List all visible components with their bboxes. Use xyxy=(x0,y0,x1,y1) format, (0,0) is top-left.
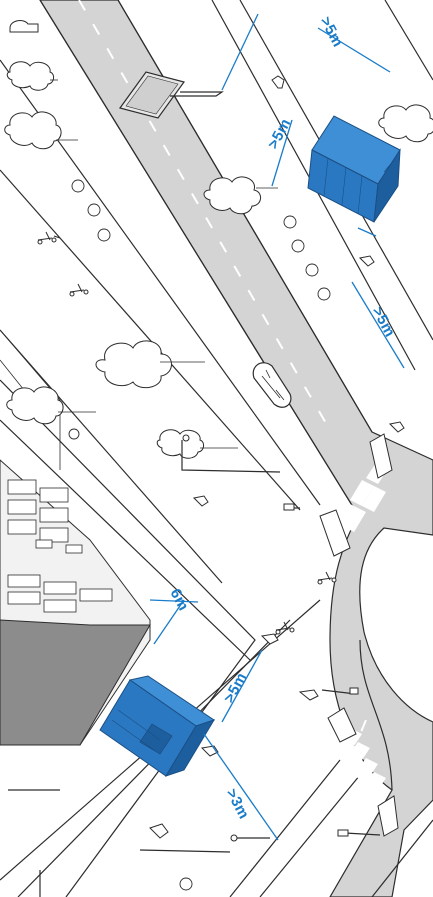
street-tree-icon xyxy=(379,105,433,142)
dimension-label-bottom-road: >3m xyxy=(222,786,252,822)
cyclist-icon xyxy=(70,284,88,296)
kiosk-icon xyxy=(100,676,214,776)
shrub-icons xyxy=(69,180,330,890)
pedestrian-icon xyxy=(150,824,168,838)
pedestrian-icon xyxy=(390,422,404,432)
street-tree-icon xyxy=(157,430,238,459)
pedestrian-icon xyxy=(360,256,374,266)
street-tree-icon xyxy=(7,387,96,424)
dimension-label-building-gap: 6m xyxy=(166,586,192,614)
pedestrian-icon xyxy=(194,496,208,506)
street-tree-icon xyxy=(204,177,278,214)
pedestrian-icon xyxy=(272,76,284,88)
cyclist-icon xyxy=(318,572,336,584)
dimension-label-bottom-kiosk: >5m xyxy=(221,670,251,706)
dimension-label-top-kiosk: >5m xyxy=(265,116,295,152)
cyclist-icon xyxy=(276,622,294,634)
street-tree-icon xyxy=(5,112,78,149)
dimension-label-mid-street: >5m xyxy=(368,304,398,340)
dimension-label-top-road: >5m xyxy=(316,14,346,50)
street-tree-icon xyxy=(7,62,58,91)
street-tree-icon xyxy=(10,21,38,32)
pedestrian-icon xyxy=(300,690,318,700)
street-tree-icon xyxy=(96,341,205,388)
pedestrian-icon xyxy=(262,634,278,644)
